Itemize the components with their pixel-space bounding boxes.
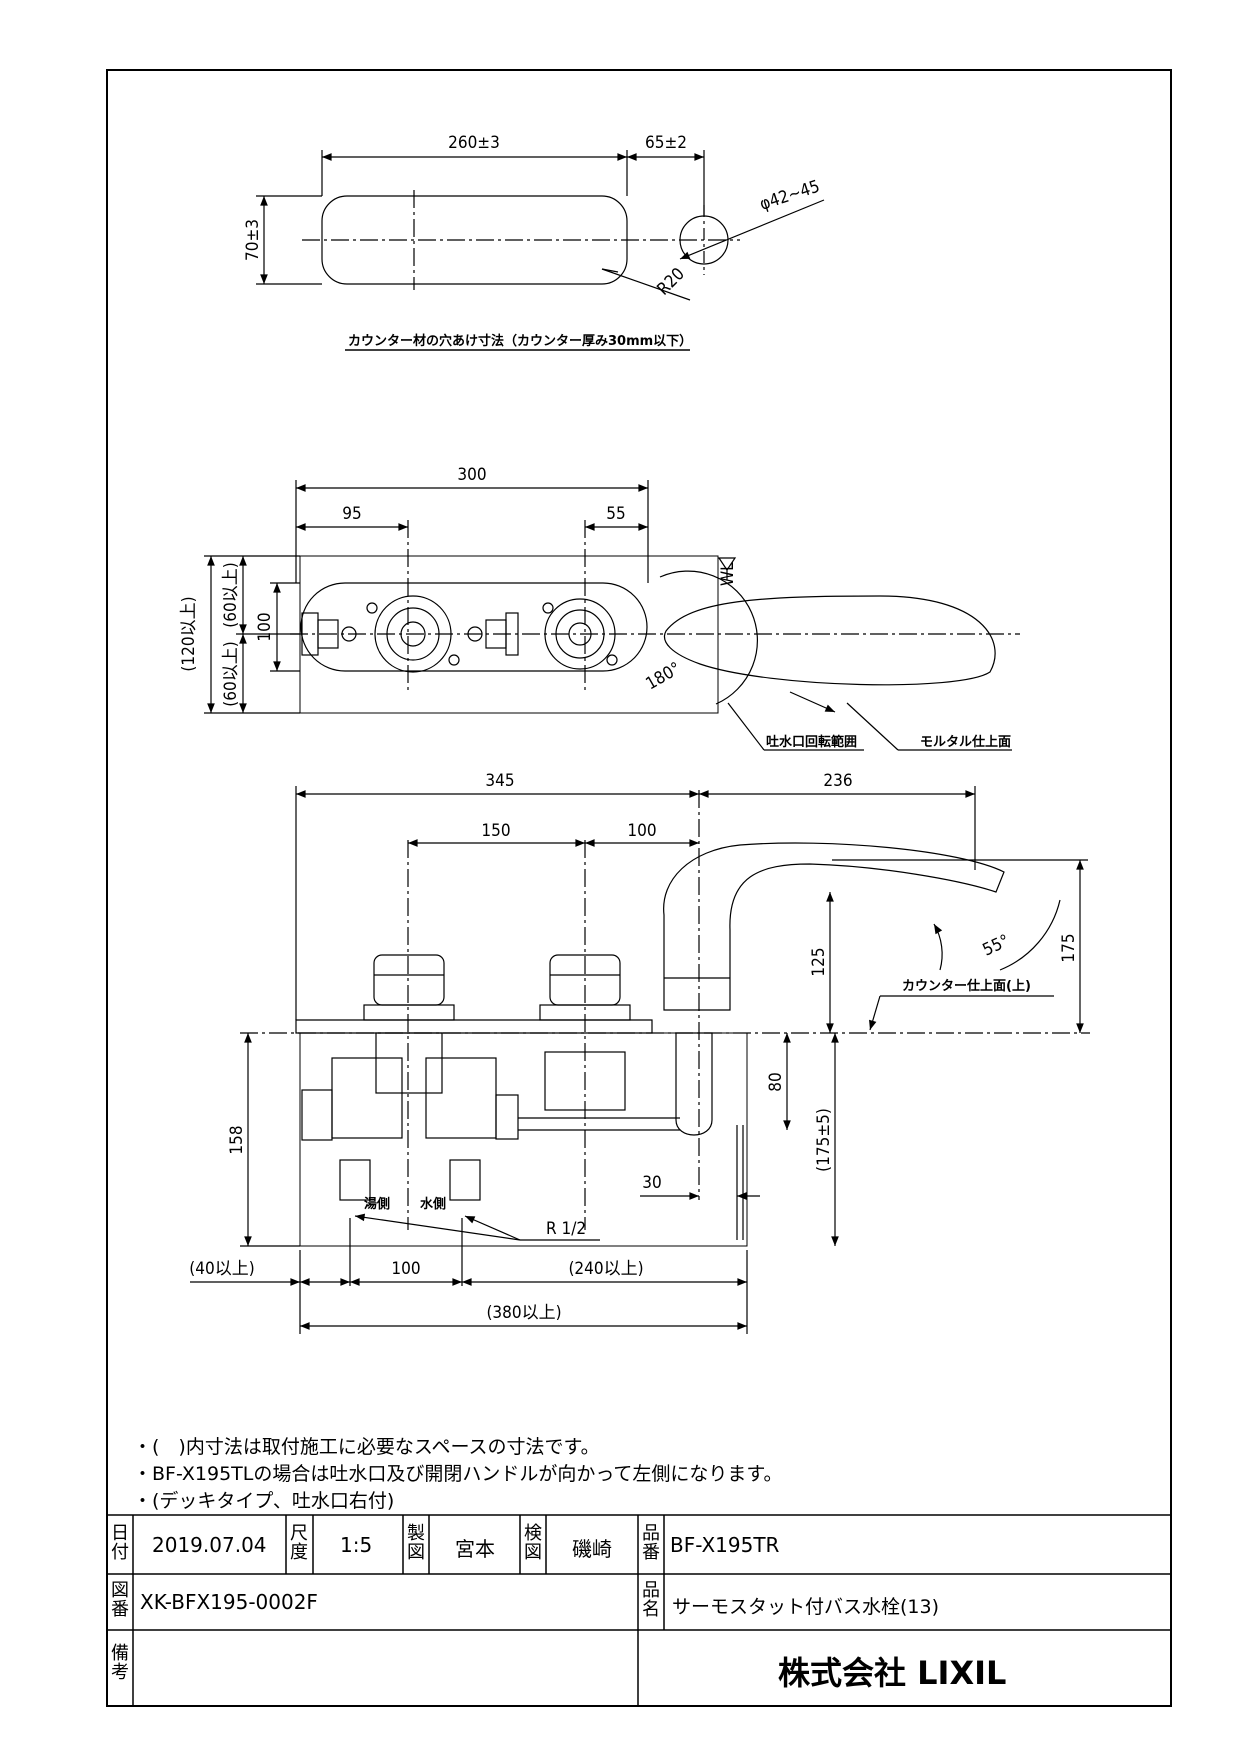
counter-surface-label: カウンター仕上面(上) <box>902 978 1031 994</box>
dim-30: 30 <box>642 1173 661 1193</box>
dim-100-bottom: 100 <box>391 1259 420 1279</box>
label-scale: 尺度 <box>290 1523 308 1563</box>
plan-view <box>204 480 1020 751</box>
value-check: 磯崎 <box>572 1537 612 1561</box>
dim-80: 80 <box>766 1072 786 1091</box>
dim-100-top: 100 <box>627 821 656 841</box>
label-check: 検図 <box>524 1523 542 1563</box>
deck-plate <box>295 1019 653 1034</box>
body-plate <box>300 582 648 672</box>
top-view <box>256 150 825 351</box>
dim-236: 236 <box>823 771 852 791</box>
angle-55: 55° <box>980 931 1013 961</box>
value-part-no: BF-X195TR <box>670 1533 780 1557</box>
dim-300: 300 <box>457 465 486 485</box>
title-block <box>107 1514 1171 1706</box>
company-name: 株式会社 LIXIL <box>778 1654 1007 1692</box>
value-scale: 1:5 <box>340 1533 373 1557</box>
label-remarks: 備考 <box>111 1643 129 1683</box>
dim-95: 95 <box>342 504 361 524</box>
dim-158: 158 <box>227 1125 247 1154</box>
dim-175: 175 <box>1059 933 1079 962</box>
dim-380: (380以上) <box>486 1303 561 1323</box>
dim-60-lower: (60以上) <box>221 641 241 706</box>
label-drawn: 製図 <box>407 1523 425 1563</box>
angle-180: 180° <box>643 659 685 695</box>
value-part-name: サーモスタット付バス水栓(13) <box>672 1596 940 1618</box>
dim-100-height: 100 <box>255 612 275 641</box>
dim-120: (120以上) <box>179 596 199 671</box>
callout-mortar: モルタル仕上面 <box>920 734 1011 750</box>
front-view <box>190 786 1090 1334</box>
dim-70: 70±3 <box>243 219 263 261</box>
cold-side-label: 水側 <box>420 1196 446 1212</box>
dim-240: (240以上) <box>568 1259 643 1279</box>
dim-65: 65±2 <box>645 133 687 153</box>
wl-label: WL <box>718 562 738 586</box>
dim-345: 345 <box>485 771 514 791</box>
dim-125: 125 <box>809 947 829 976</box>
spout-front <box>663 842 1005 1011</box>
value-drawn: 宮本 <box>455 1537 495 1561</box>
hot-side-label: 湯側 <box>364 1196 390 1212</box>
note-deck-type: ・(デッキタイプ、吐水口右付) <box>133 1490 395 1512</box>
dim-150: 150 <box>481 821 510 841</box>
dim-175-5: (175±5) <box>814 1108 834 1172</box>
label-part-name: 品名 <box>642 1580 660 1620</box>
dim-hole: φ42~45 <box>757 177 822 215</box>
dim-60-upper: (60以上) <box>221 562 241 627</box>
label-drawing-no: 図番 <box>111 1580 129 1620</box>
dim-r20: R20 <box>653 264 688 299</box>
note-space: ・( )内寸法は取付施工に必要なスペースの寸法です。 <box>133 1436 600 1458</box>
note-left-version: ・BF-X195TLの場合は吐水口及び開閉ハンドルが向かって左側になります。 <box>133 1463 783 1485</box>
sheet-border <box>106 69 1172 1707</box>
value-date: 2019.07.04 <box>152 1533 267 1557</box>
thread-label: R 1/2 <box>546 1219 586 1239</box>
dim-260: 260±3 <box>448 133 500 153</box>
dim-40: (40以上) <box>189 1259 254 1279</box>
cutout-caption: カウンター材の穴あけ寸法（カウンター厚み30mm以下） <box>348 333 692 349</box>
label-part-no: 品番 <box>642 1523 660 1563</box>
dim-55: 55 <box>606 504 625 524</box>
callout-spout-range: 吐水口回転範囲 <box>766 734 857 750</box>
spout-plan <box>663 595 996 686</box>
label-date: 日付 <box>111 1523 129 1563</box>
hot-handle <box>373 954 445 1006</box>
value-drawing-no: XK-BFX195-0002F <box>140 1590 318 1614</box>
